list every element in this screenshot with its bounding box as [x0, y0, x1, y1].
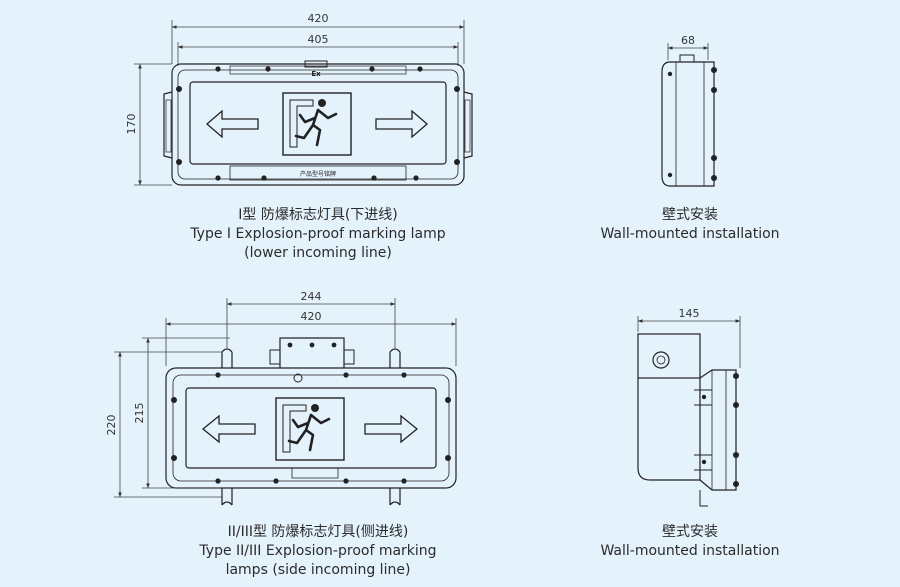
type1-side-caption: 壁式安装 Wall-mounted installation [580, 206, 800, 244]
type1-side-view [661, 54, 717, 187]
type2-caption-cn: II/III型 防爆标志灯具(侧进线) [227, 524, 409, 540]
type2-caption-en: Type II/III Explosion-proof marking [199, 543, 437, 559]
type2-height-value: 220 [105, 415, 118, 436]
type1-width-value: 420 [308, 12, 329, 25]
type2-side-caption: 壁式安装 Wall-mounted installation [580, 523, 800, 561]
type1-glass-panel [189, 81, 447, 165]
type2-side-view [637, 333, 739, 507]
type1-housing [171, 63, 465, 186]
type2-caption: II/III型 防爆标志灯具(侧进线) Type II/III Explosio… [148, 523, 488, 580]
type2-side-caption-en: Wall-mounted installation [600, 543, 780, 559]
type2-junction-box [279, 337, 345, 368]
type1-inner-width-value: 405 [308, 33, 329, 46]
type2-side-junction-box [637, 333, 701, 379]
type1-bolts [176, 66, 460, 181]
type2-side-caption-cn: 壁式安装 [662, 524, 718, 540]
left-arrow-icon [206, 109, 259, 139]
type2-inner-height-value: 215 [133, 403, 146, 424]
type2-front-view [165, 337, 457, 506]
exit-sign-icon-2 [275, 397, 345, 461]
type1-left-lug [163, 91, 173, 159]
type2-width-value: 420 [301, 310, 322, 323]
type2-depth-value: 145 [679, 307, 700, 320]
type1-caption-cn: I型 防爆标志灯具(下进线) [238, 207, 398, 223]
type1-nameplate-text: 产品型号铭牌 [300, 170, 336, 178]
type1-front-view [163, 60, 473, 186]
type1-nameplate [229, 165, 407, 181]
type1-side-caption-en: Wall-mounted installation [600, 226, 780, 242]
type2-bottom-left-bracket [221, 488, 233, 506]
ex-label: Ex [311, 70, 321, 78]
type1-side-caption-cn: 壁式安装 [662, 207, 718, 223]
type1-height-value: 170 [125, 114, 138, 135]
exit-sign-icon [282, 92, 352, 156]
type2-glass-panel [185, 387, 437, 469]
type2-bottom-right-bracket [389, 488, 401, 506]
left-arrow-icon-2 [201, 414, 256, 444]
right-arrow-icon [375, 109, 428, 139]
type2-housing [165, 367, 457, 489]
type1-depth-value: 68 [681, 34, 695, 47]
type2-side-housing [637, 378, 701, 481]
type1-caption-en: Type I Explosion-proof marking lamp [190, 226, 446, 242]
right-arrow-icon-2 [364, 414, 419, 444]
type1-side-housing [661, 61, 715, 187]
type2-top-left-bracket [221, 348, 233, 368]
type2-mount-width-value: 244 [301, 290, 322, 303]
type1-right-lug [463, 91, 473, 159]
type1-caption: I型 防爆标志灯具(下进线) Type I Explosion-proof ma… [148, 206, 488, 263]
type1-caption-en-sub: (lower incoming line) [244, 245, 392, 261]
type2-caption-en-sub: lamps (side incoming line) [225, 562, 411, 578]
type2-top-right-bracket [389, 348, 401, 368]
